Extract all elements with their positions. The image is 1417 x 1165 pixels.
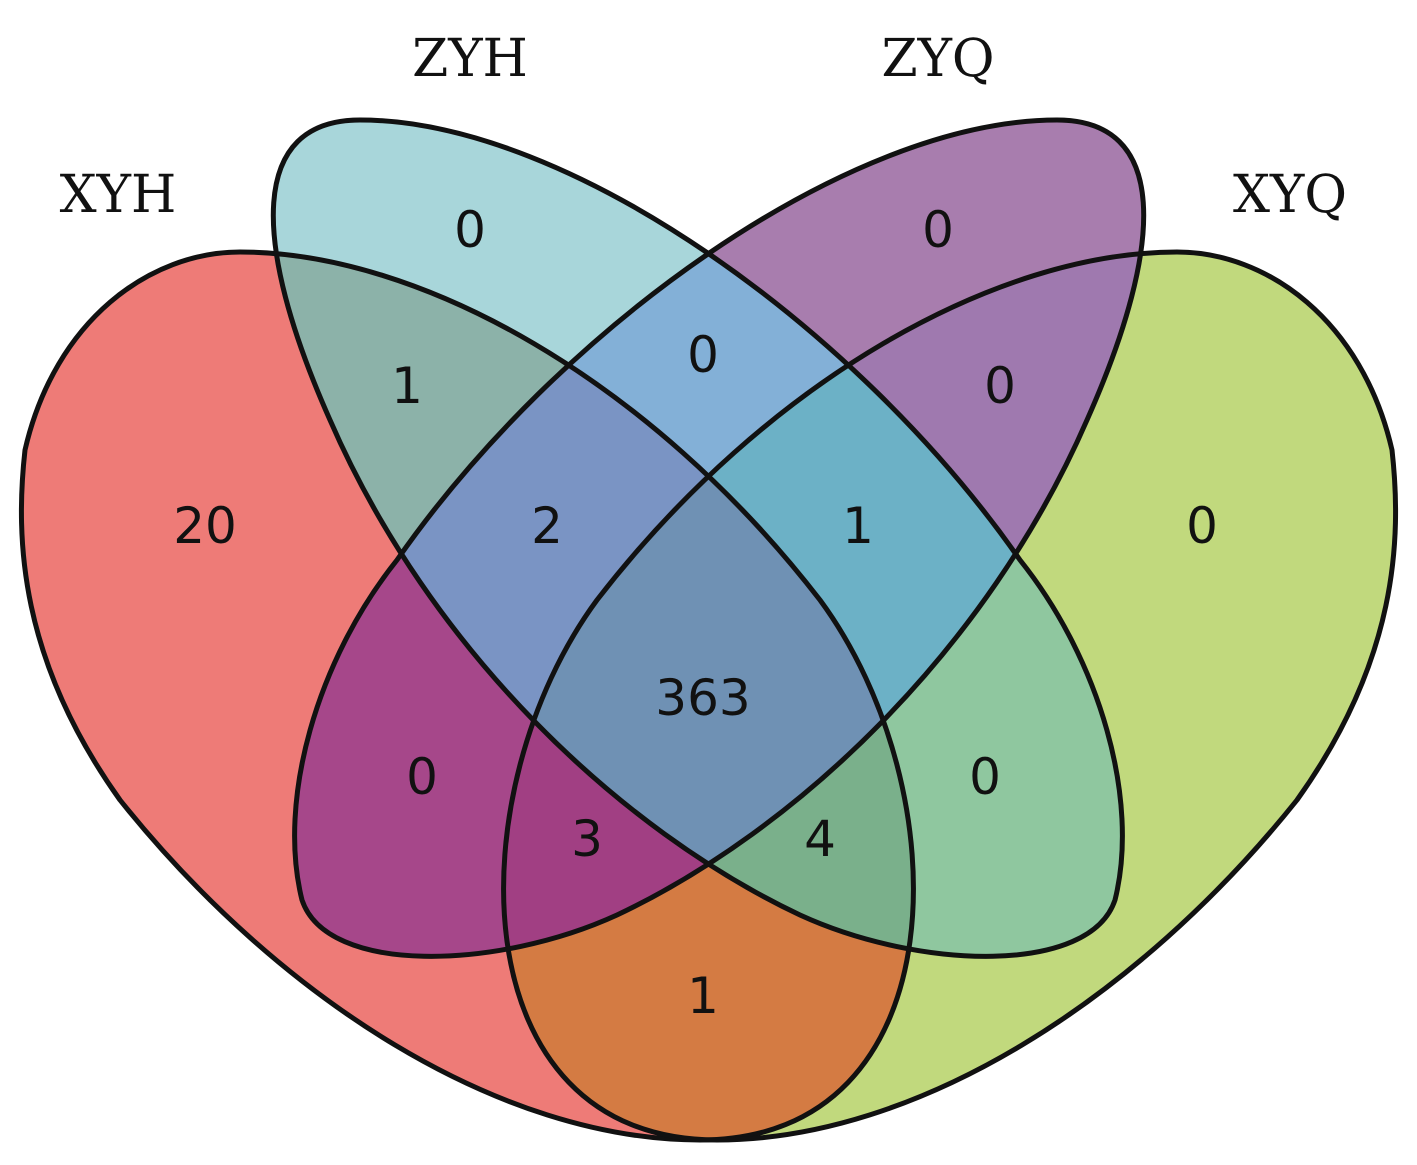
set-label-zyq: ZYQ [881,29,994,89]
count-zyq-xyq: 0 [984,357,1016,415]
count-xyh-zyq-xyq: 3 [571,810,603,868]
set-label-zyh: ZYH [412,29,528,89]
set-label-xyh: XYH [60,165,177,225]
count-xyh-zyq: 0 [406,748,438,806]
count-zyh-only: 0 [454,201,486,259]
count-xyh-only: 20 [173,497,237,555]
count-zyq-only: 0 [922,201,954,259]
count-zyh-zyq: 0 [687,326,719,384]
count-xyh-zyh-zyq: 2 [531,497,563,555]
count-xyh-zyh: 1 [391,357,423,415]
count-xyh-xyq: 1 [687,967,719,1025]
count-all-four: 363 [655,669,750,727]
count-xyq-only: 0 [1186,497,1218,555]
count-zyh-xyq: 0 [969,748,1001,806]
set-label-xyq: XYQ [1233,165,1347,225]
count-zyh-zyq-xyq: 1 [842,497,874,555]
count-xyh-zyh-xyq: 4 [804,810,836,868]
